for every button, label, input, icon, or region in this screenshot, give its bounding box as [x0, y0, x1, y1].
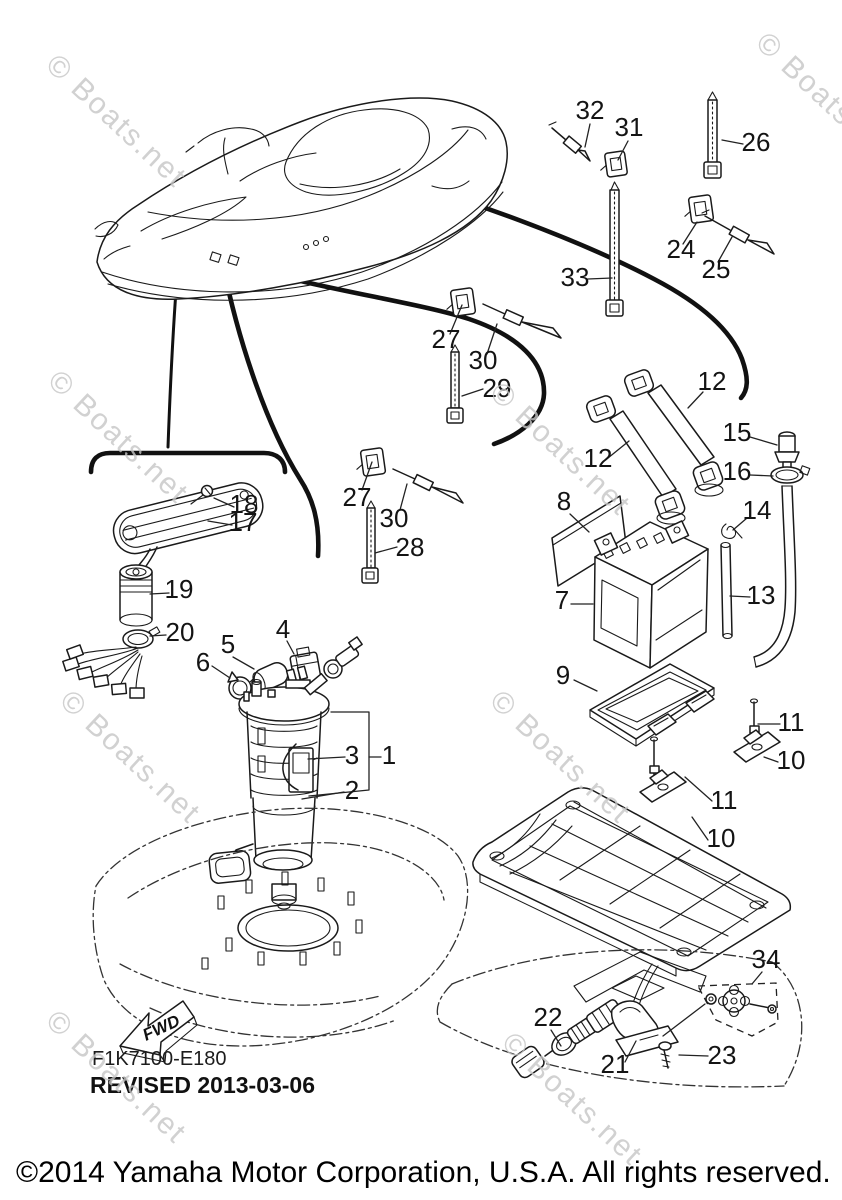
rivet-30a [482, 303, 562, 339]
callout-6[interactable]: 6 [196, 647, 210, 677]
callout-28[interactable]: 28 [396, 532, 425, 562]
callout-19[interactable]: 19 [165, 574, 194, 604]
sensor-kit-box [662, 982, 779, 1037]
callout-30b[interactable]: 30 [380, 503, 409, 533]
callout-29[interactable]: 29 [483, 373, 512, 403]
callout-5[interactable]: 5 [221, 629, 235, 659]
callout-30a[interactable]: 30 [469, 345, 498, 375]
vent-hose-13 [720, 485, 797, 668]
clip-14 [721, 523, 743, 539]
callout-26[interactable]: 26 [742, 127, 771, 157]
callout-12b[interactable]: 12 [584, 443, 613, 473]
speed-sensor [511, 963, 679, 1079]
callout-13[interactable]: 13 [747, 580, 776, 610]
hull-section [436, 949, 803, 1088]
callout-32[interactable]: 32 [576, 95, 605, 125]
rivet-25 [701, 209, 775, 255]
clamp-27a [446, 287, 477, 317]
fuel-tank [92, 807, 469, 1047]
hose-clamp-16 [770, 465, 811, 484]
callout-11a[interactable]: 11 [778, 707, 805, 737]
callout-24[interactable]: 24 [667, 234, 696, 264]
battery-strap-upper [623, 369, 724, 497]
screw-23 [658, 1041, 672, 1069]
callout-4[interactable]: 4 [276, 614, 290, 644]
callout-9[interactable]: 9 [556, 660, 570, 690]
receiver-10a [733, 729, 781, 763]
callout-18[interactable]: 18 [230, 489, 259, 519]
callout-1[interactable]: 1 [382, 740, 396, 770]
callout-10a[interactable]: 10 [777, 745, 806, 775]
revision-note: REVISED 2013-03-06 [90, 1072, 316, 1098]
callout-15[interactable]: 15 [723, 417, 752, 447]
callout-2[interactable]: 2 [345, 775, 359, 805]
callout-21[interactable]: 21 [601, 1049, 630, 1079]
fuel-pump-module [208, 665, 330, 910]
clamp-24 [684, 194, 715, 224]
callout-33[interactable]: 33 [561, 262, 590, 292]
electrical-box [112, 482, 264, 555]
paddle-wheel-icon [717, 984, 751, 1018]
fuel-injector [323, 636, 363, 679]
callout-31[interactable]: 31 [615, 112, 644, 142]
copyright-line: ©2014 Yamaha Motor Corporation, U.S.A. A… [16, 1156, 831, 1189]
rivet-30b [392, 468, 464, 504]
callout-17[interactable]: 17 [229, 507, 258, 537]
callout-14[interactable]: 14 [743, 495, 772, 525]
screw-18 [190, 484, 214, 505]
receiver-10b [639, 769, 687, 803]
callout-22[interactable]: 22 [534, 1002, 563, 1032]
jetski-overview [94, 97, 508, 301]
battery-strap-lower [585, 395, 686, 525]
callout-7[interactable]: 7 [555, 585, 569, 615]
cable-tie-29 [446, 344, 464, 424]
fwd-arrow: FWD [119, 1000, 198, 1063]
callout-11b[interactable]: 11 [711, 785, 738, 815]
rivet-32 [548, 121, 591, 162]
callout-10b[interactable]: 10 [707, 823, 736, 853]
clamp-31 [600, 150, 628, 178]
drawing-number: F1K7100-E180 [92, 1048, 227, 1070]
callout-leaders [149, 123, 781, 1063]
coupler-19 [119, 564, 153, 627]
vent-fitting-15 [774, 431, 800, 473]
callout-12a[interactable]: 12 [698, 366, 727, 396]
callout-25[interactable]: 25 [702, 254, 731, 284]
electrical-bed [472, 787, 792, 977]
battery [593, 520, 709, 669]
callout-23[interactable]: 23 [708, 1040, 737, 1070]
clamp-27b [356, 447, 387, 477]
callout-3[interactable]: 3 [345, 740, 359, 770]
cable-tie-33 [605, 181, 624, 317]
battery-tray [589, 663, 715, 747]
cable-tie-26 [703, 91, 722, 179]
callout-16[interactable]: 16 [723, 456, 752, 486]
cable-tie-28 [361, 500, 379, 584]
callout-27b[interactable]: 27 [343, 482, 372, 512]
callout-8[interactable]: 8 [557, 486, 571, 516]
tank-studs [201, 871, 363, 970]
callout-34[interactable]: 34 [752, 944, 781, 974]
clamp-20 [122, 626, 161, 649]
callout-27a[interactable]: 27 [432, 324, 461, 354]
wire-harness [62, 644, 145, 699]
callout-20[interactable]: 20 [166, 617, 195, 647]
